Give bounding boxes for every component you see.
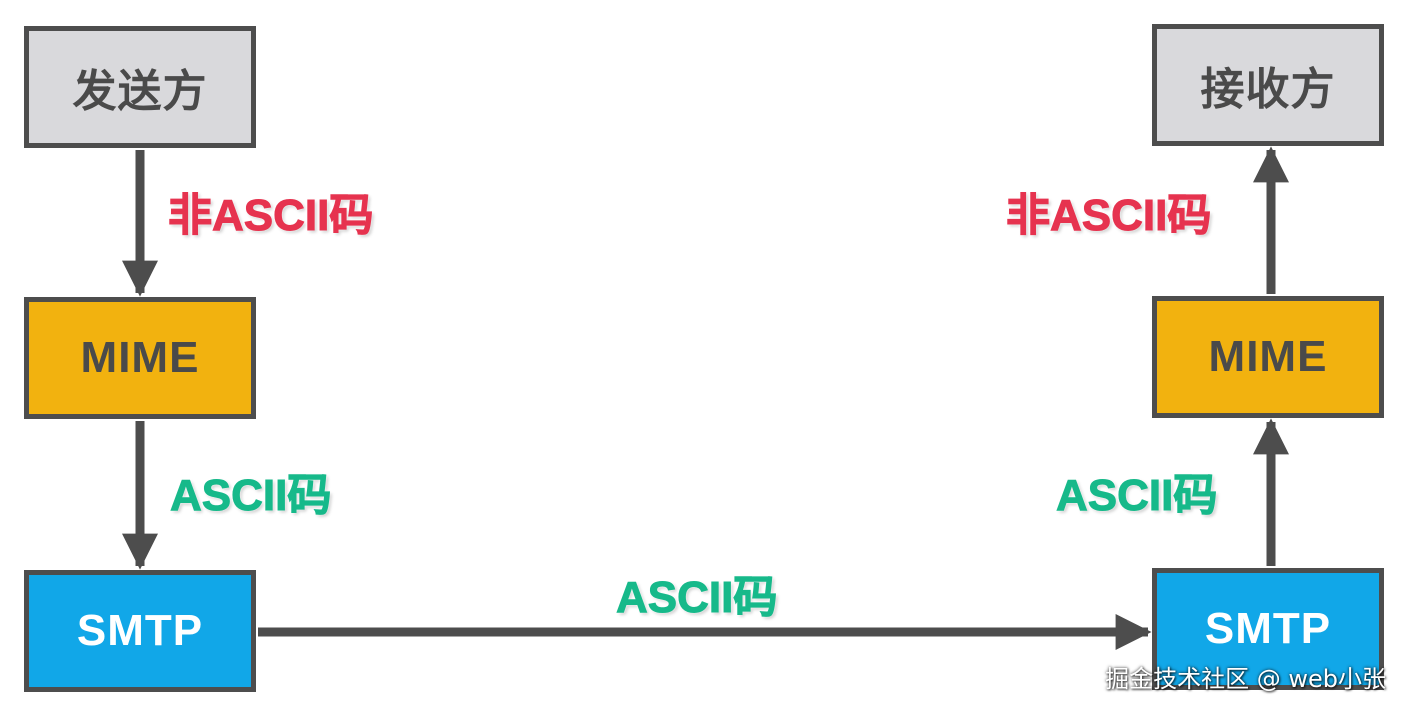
label-mime-to-receiver: 非ASCII码 xyxy=(1005,191,1212,240)
label-sender-to-mime: 非ASCII码 xyxy=(167,191,374,240)
label-smtp-to-mime: ASCII码 xyxy=(1055,471,1218,520)
label-mime-to-smtp: ASCII码 xyxy=(169,471,332,520)
receiver-box: 接收方 xyxy=(1152,24,1384,146)
smtp-right-box: SMTP xyxy=(1152,568,1384,690)
sender-box: 发送方 xyxy=(24,26,256,148)
label-smtp-to-smtp: ASCII码 xyxy=(615,573,778,622)
smtp-left-box: SMTP xyxy=(24,570,256,692)
mime-right-box: MIME xyxy=(1152,296,1384,418)
mime-left-box: MIME xyxy=(24,297,256,419)
watermark: 掘金技术社区 @ web小张 xyxy=(1105,665,1386,693)
